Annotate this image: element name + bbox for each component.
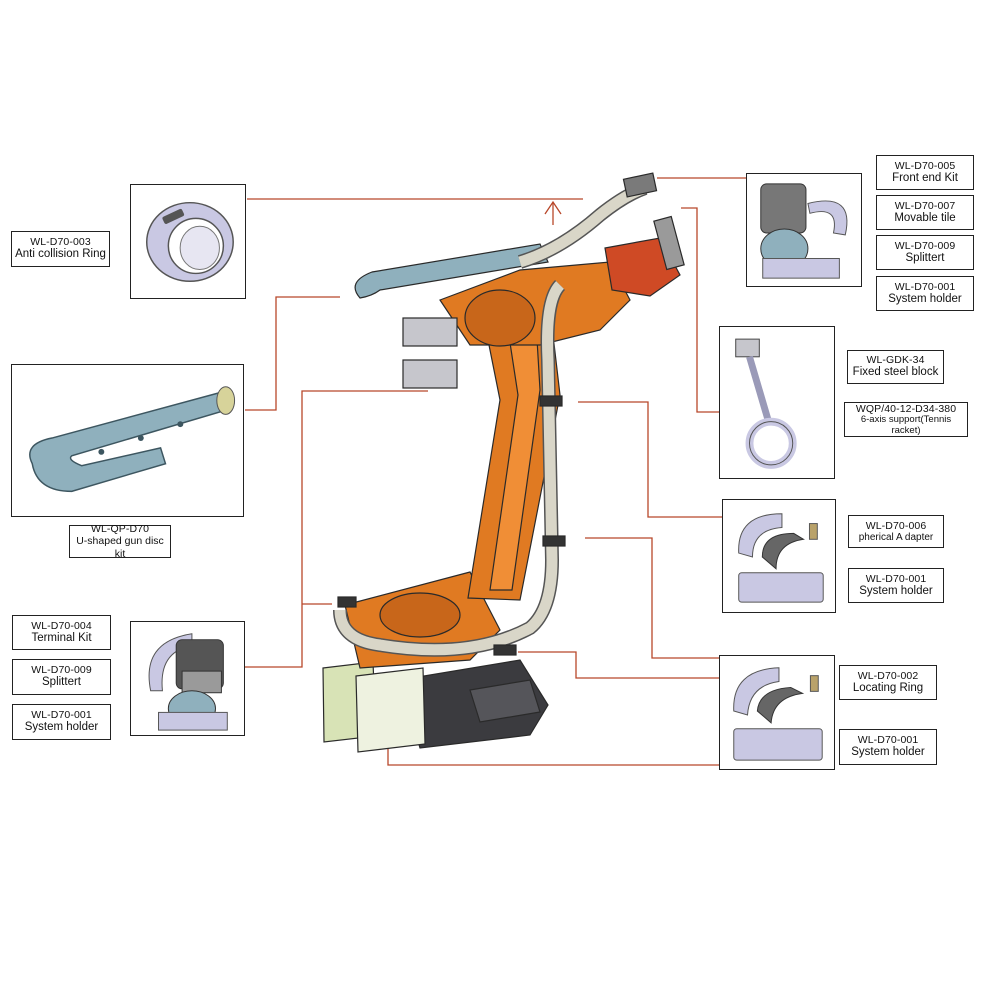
part-name: pherical A dapter [858,531,934,543]
label-movable-tile: WL-D70-007 Movable tile [876,195,974,230]
part-name: System holder [859,584,933,597]
part-code: WL-D70-009 [894,239,956,252]
part-name: Front end Kit [892,171,958,184]
part-name: Splittert [905,251,945,264]
part-code: WL-D70-001 [894,280,956,293]
u-gun-disc-kit-icon [29,386,236,493]
anti-collision-ring-image [130,184,246,299]
part-name: Movable tile [894,211,956,224]
part-code: WL-D70-001 [31,709,92,722]
part-code: WQP/40-12-D34-380 [855,402,957,415]
part-name: Fixed steel block [852,366,939,379]
locating-ring-image [719,655,835,770]
part-code: WL-D70-002 [857,669,919,682]
anti-collision-ring-icon [145,201,234,283]
locating-ring-icon [733,667,823,761]
label-locating-ring: WL-D70-002 Locating Ring [839,665,937,700]
label-splittert-left: WL-D70-009 Splittert [12,659,111,695]
spherical-adapter-image [722,499,836,613]
part-code: WL-D70-006 [865,519,927,532]
robot-wrist [604,237,681,297]
terminal-kit-icon [148,633,228,731]
part-code: WL-D70-001 [865,572,927,585]
part-name: Splittert [42,676,81,689]
label-front-end-kit: WL-D70-005 Front end Kit [876,155,974,190]
part-code: WL-D70-007 [894,199,956,212]
fixed-block-2 [402,359,458,389]
leader-line-tennis-racket [681,207,719,413]
leader-line-terminal-kit [245,390,428,668]
part-code: WL-GDK-34 [866,354,925,367]
spherical-adapter-icon [738,513,824,603]
leader-line-spherical-adapter [578,401,722,518]
part-code: WL-D70-009 [31,664,92,677]
part-code: WL-QP-D70 [90,523,150,536]
part-code: WL-D70-005 [894,159,956,172]
part-name: 6-axis support(Tennis racket) [860,413,952,436]
part-code: WL-D70-004 [31,619,92,632]
leader-line-locating-ring-a [585,537,719,659]
part-name: U-shaped gun disc kit [76,535,164,560]
part-name: System holder [24,721,99,734]
label-u-gun-disc-kit: WL-QP-D70 U-shaped gun disc kit [69,523,171,560]
label-fixed-steel-block: WL-GDK-34 Fixed steel block [847,350,944,384]
label-system-holder-bottom: WL-D70-001 System holder [839,729,937,765]
part-name: System holder [851,746,925,759]
part-name: Terminal Kit [31,631,92,644]
label-splittert-right: WL-D70-009 Splittert [876,235,974,270]
front-end-kit-image [746,173,862,287]
label-terminal-kit: WL-D70-004 Terminal Kit [12,615,111,650]
label-spherical-adapter: WL-D70-006 pherical A dapter [848,515,944,548]
robot-arm-illustration [322,172,685,753]
tennis-racket-support-icon [735,338,797,469]
leader-line-arrow-head [544,200,562,215]
part-code: WL-D70-003 [30,236,91,249]
leader-line-locating-ring-b [518,651,719,679]
part-code: WL-D70-001 [857,734,919,747]
tennis-racket-support-image [719,326,835,479]
label-system-holder-mid: WL-D70-001 System holder [848,568,944,603]
part-name: Anti collision Ring [15,248,106,261]
label-anti-collision-ring: WL-D70-003 Anti collision Ring [11,231,110,267]
label-six-axis-support: WQP/40-12-D34-380 6-axis support(Tennis … [844,402,968,437]
front-end-kit-icon [760,183,848,279]
label-system-holder-left: WL-D70-001 System holder [12,704,111,740]
label-system-holder-top: WL-D70-001 System holder [876,276,974,311]
fixed-block-1 [402,317,458,347]
part-name: Locating Ring [852,681,924,694]
u-gun-disc-kit-image [11,364,244,517]
part-name: System holder [888,292,962,305]
terminal-kit-image [130,621,245,736]
leader-line-u-gun [245,296,340,411]
